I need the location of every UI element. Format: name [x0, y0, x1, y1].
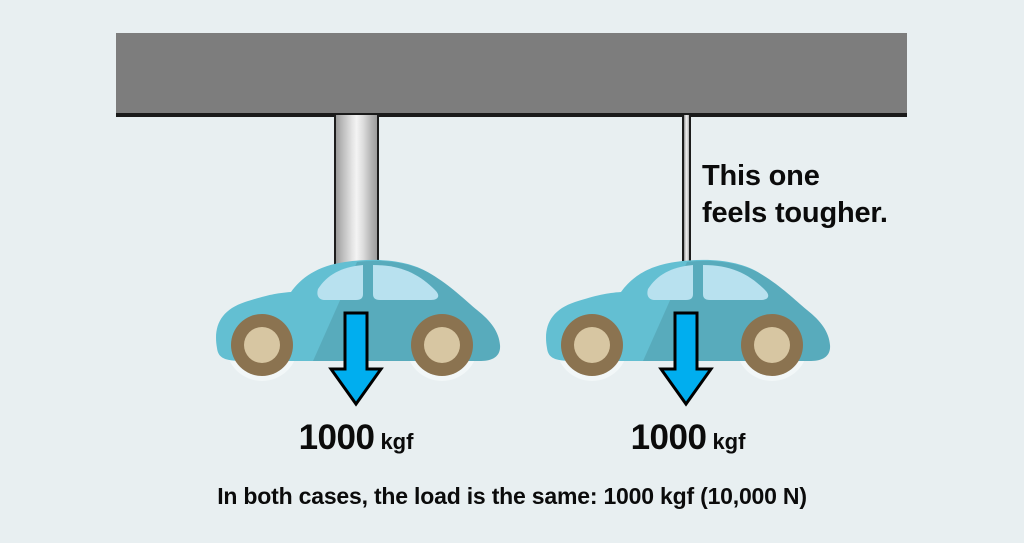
car-window-front-right	[647, 265, 693, 300]
car-window-rear-right	[703, 265, 769, 300]
callout-text: This one feels tougher.	[702, 158, 888, 232]
thin-rod	[682, 115, 691, 265]
ceiling-beam	[116, 33, 907, 117]
load-value-left: 1000	[298, 418, 375, 457]
figure-caption: In both cases, the load is the same: 100…	[217, 483, 807, 509]
load-value-right: 1000	[630, 418, 707, 457]
wheel-hub-front-right	[574, 327, 610, 363]
callout-line-1: This one	[702, 160, 820, 192]
load-arrow-left	[328, 311, 384, 407]
car-window-front-left	[317, 265, 363, 300]
car-right	[535, 248, 835, 383]
thick-rod	[334, 115, 379, 265]
arrow-shape-left	[328, 311, 384, 407]
load-unit-left: kgf	[380, 429, 414, 454]
load-arrow-right	[658, 311, 714, 407]
arrow-shape-right	[658, 311, 714, 407]
wheel-hub-rear-left	[424, 327, 460, 363]
car-window-rear-left	[373, 265, 439, 300]
callout-line-2: feels tougher.	[702, 197, 888, 230]
load-unit-right: kgf	[712, 429, 746, 454]
wheel-hub-front-left	[244, 327, 280, 363]
wheel-hub-rear-right	[754, 327, 790, 363]
